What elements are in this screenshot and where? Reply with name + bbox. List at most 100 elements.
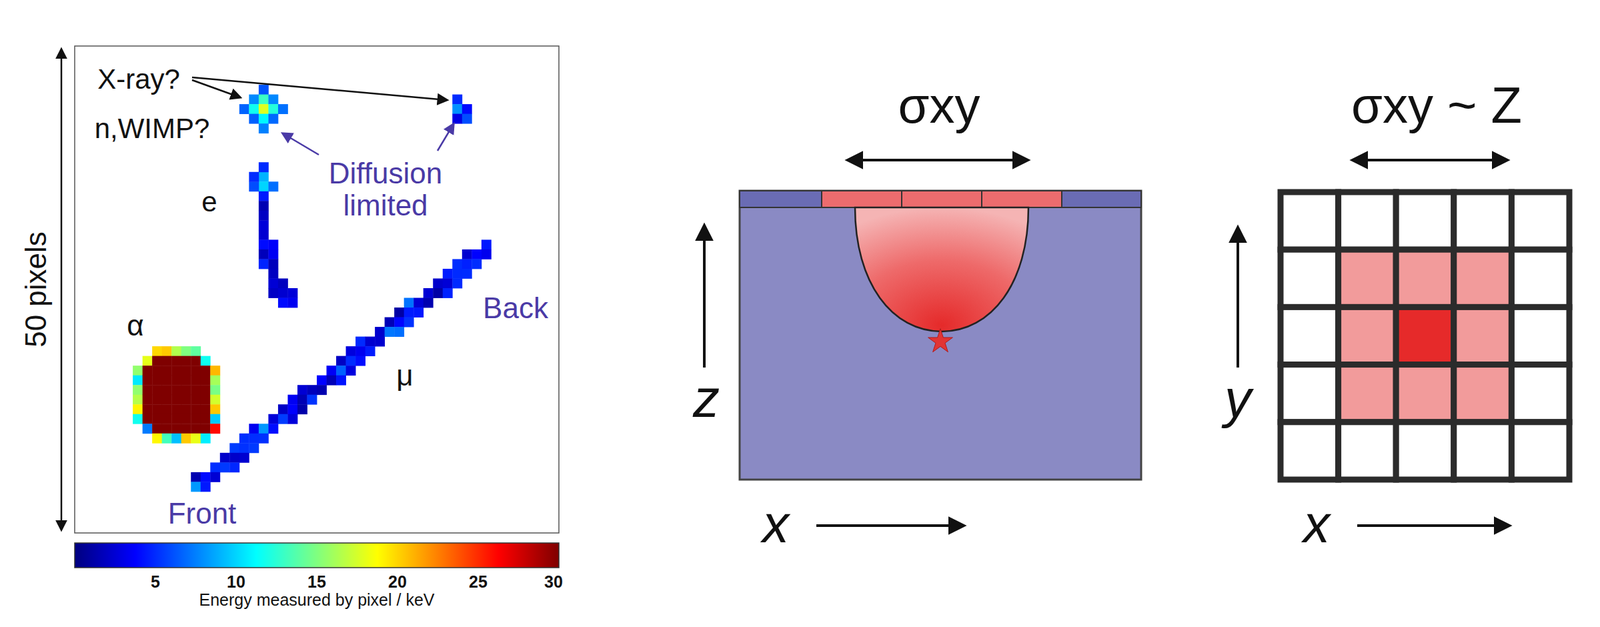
panel-title: σxy (898, 77, 981, 134)
pixel-hit (316, 375, 327, 386)
pixel-hit (171, 375, 182, 386)
pixel-hit (404, 298, 415, 309)
pixel-hit (171, 404, 182, 415)
pixel-hit (365, 336, 376, 347)
pixel-hit (258, 220, 269, 231)
pixel-hit (462, 249, 473, 260)
pixel-hit (442, 278, 453, 289)
grid-pixel (1280, 364, 1339, 423)
pixel-hit (316, 384, 327, 395)
pixel-hit (142, 414, 153, 425)
pixel-hit (278, 404, 289, 415)
pixel-hits (132, 84, 492, 492)
axis-arrow (1236, 228, 1240, 368)
pixel-hit (306, 384, 317, 395)
pixel-hit (152, 433, 163, 444)
pixel-hit (384, 326, 395, 337)
pixel-electrode (981, 190, 1062, 208)
pixel-hit (181, 433, 192, 444)
leader-line (282, 133, 319, 155)
pixel-hit (287, 288, 298, 299)
pixel-electrode (821, 190, 902, 208)
grid-pixel (1338, 192, 1397, 250)
leader-line (192, 80, 241, 98)
pixel-hit (258, 249, 269, 260)
pixel-hit (200, 404, 211, 415)
pixel-hit (162, 346, 173, 357)
pixel-hit (423, 298, 434, 309)
pixel-hit (200, 365, 211, 376)
particle-label: μ (396, 359, 413, 392)
pixel-hit (268, 268, 279, 279)
pixel-hit (248, 433, 259, 444)
grid-pixel (1453, 249, 1512, 307)
pixel-hit (481, 239, 492, 250)
pixel-hit (132, 404, 143, 415)
pixel-hit (258, 181, 269, 192)
leader-line (437, 124, 454, 151)
axis-label: x (762, 494, 789, 554)
pixel-hit (258, 433, 269, 444)
pixel-hit (142, 375, 153, 386)
pixel-hit (190, 394, 201, 405)
pixel-hit (287, 404, 298, 415)
pixel-hit (171, 356, 182, 367)
pixel-hit (394, 317, 405, 328)
pixel-hit (220, 462, 231, 473)
pixel-hit (142, 423, 153, 434)
tick-label: 25 (468, 572, 488, 592)
pixel-hit (278, 288, 289, 299)
pixel-hit (190, 414, 201, 425)
pixel-hit (181, 404, 192, 415)
pixel-hit (181, 384, 192, 395)
pixel-hit (248, 94, 259, 105)
pixel-hit (394, 326, 405, 337)
pixel-hit (248, 181, 259, 192)
leader-line (192, 77, 447, 101)
colorbar-title: Energy measured by pixel / keV (199, 590, 435, 610)
grid-pixel (1453, 364, 1512, 423)
pixel-hit (152, 356, 163, 367)
pixel-hit (239, 433, 250, 444)
pixel-hit (258, 172, 269, 183)
charge-cloud (855, 207, 1029, 332)
pixel-hit (239, 442, 250, 453)
tick-label: 5 (150, 572, 161, 592)
pixel-hit (278, 298, 289, 309)
pixel-hit (287, 298, 298, 309)
pixel-hit (162, 433, 173, 444)
pixel-hit (229, 442, 240, 453)
pixel-hit (142, 356, 153, 367)
pixel-hit (326, 375, 337, 386)
color-bar (74, 542, 559, 568)
pixel-hit (190, 404, 201, 415)
pixel-hit (432, 288, 443, 299)
particle-label: n,WIMP? (94, 113, 211, 145)
pixel-hit (200, 394, 211, 405)
pixel-hit (336, 365, 347, 376)
pixel-hit (248, 172, 259, 183)
pixel-hit (162, 375, 173, 386)
pixel-hit (239, 452, 250, 463)
annotation: Diffusion limited (305, 157, 466, 223)
axis-label: z (692, 369, 720, 429)
pixel-hit (190, 481, 201, 492)
grid-pixel (1280, 306, 1339, 365)
pixel-hit (258, 162, 269, 173)
pixel-hit (152, 384, 163, 395)
pixel-hit (346, 356, 357, 367)
pixel-hit (384, 317, 395, 328)
pixel-hit (190, 356, 201, 367)
pixel-hit (229, 462, 240, 473)
pixel-hit (152, 365, 163, 376)
tick-label: 30 (544, 572, 563, 592)
pixel-hit (452, 268, 463, 279)
grid-pixel (1338, 249, 1397, 307)
grid-pixel (1395, 249, 1454, 307)
grid-pixel (1280, 249, 1339, 307)
pixel-hit (258, 104, 269, 115)
pixel-hit (181, 423, 192, 434)
star-symbol (928, 328, 954, 353)
tick-label: 20 (388, 572, 407, 592)
pixel-hit (462, 258, 473, 269)
